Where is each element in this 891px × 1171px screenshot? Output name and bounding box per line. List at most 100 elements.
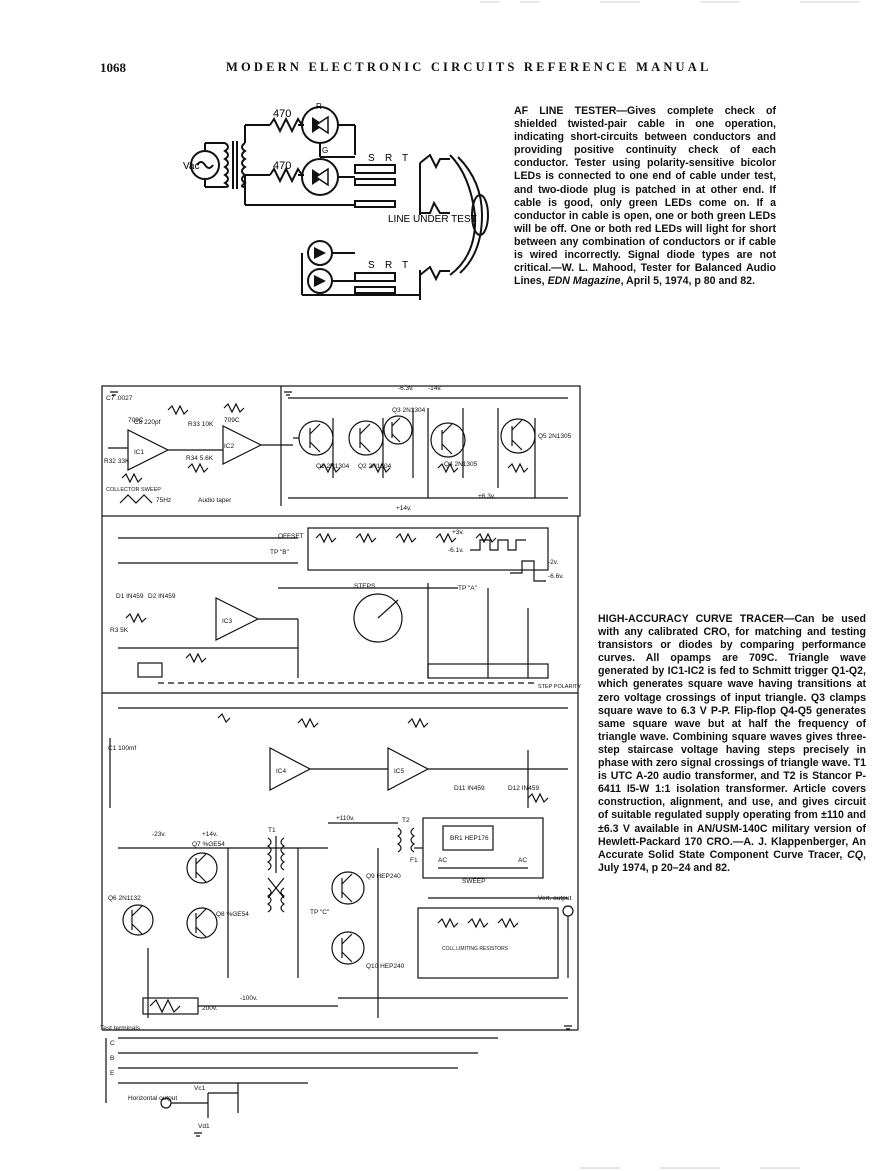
label-r34: R34 5.6K [186, 455, 214, 462]
page-number: 1068 [100, 60, 126, 75]
label-q8: Q8 %GE54 [216, 911, 249, 918]
caption2-journal: CQ [847, 848, 864, 861]
plug2-r-label: R [385, 260, 392, 271]
label-q3: Q3 2N1304 [392, 407, 426, 414]
label-ic4: IC4 [276, 768, 287, 775]
label-coll-limiting: COLL LIMITING RESISTORS [442, 946, 509, 952]
caption1-body: Gives complete check of shielded twisted… [514, 105, 777, 288]
resistor-bottom-label: 470 [273, 160, 291, 172]
label-r33: R33 10K [188, 421, 214, 428]
resistor-470-bottom [269, 166, 303, 184]
label-wave-minus66: -6.6v. [548, 573, 564, 580]
label-c1: C1 100mf [108, 745, 136, 752]
caption1-title: AF LINE TESTER— [514, 105, 628, 117]
plug2-s-label: S [368, 260, 375, 271]
label-minus23: -23v. [152, 831, 166, 838]
label-term-b: B [110, 1055, 114, 1062]
plug1-s-label: S [368, 153, 375, 164]
transistor-q10 [331, 931, 365, 965]
label-minus100: -100v. [240, 995, 258, 1002]
label-c7: C7 .0027 [106, 395, 133, 402]
label-sweep: SWEEP [462, 878, 485, 885]
label-q2: Q2 2N1304 [358, 463, 392, 470]
label-ic1: IC1 [134, 449, 145, 456]
plug1-t-label: T [402, 153, 408, 164]
running-header: MODERN ELECTRONIC CIRCUITS REFERENCE MAN… [226, 60, 712, 74]
transformer-t1 [266, 837, 272, 871]
label-vd1: Vd1 [198, 1123, 210, 1130]
label-vert-output: Vert. output [538, 895, 571, 902]
label-d11: D11 IN459 [454, 785, 485, 792]
transistor-q7 [186, 852, 218, 884]
opamp-ic2 [222, 425, 263, 465]
caption1-date: , April 5, 1974, p 80 and 82. [620, 275, 756, 288]
label-tp-b: TP "B" [270, 549, 290, 556]
label-t1: T1 [268, 827, 276, 834]
label-vc1: Vc1 [194, 1085, 206, 1092]
caption2-date: , July 1974, p 20–24 and 82. [598, 848, 866, 874]
label-t2: T2 [402, 817, 410, 824]
label-tp-a: TP "A" [458, 585, 478, 592]
label-q4: Q4 2N1305 [444, 461, 478, 468]
label-c8: C8 220pf [134, 419, 161, 426]
label-horizontal-output: Horizontal output [128, 1095, 177, 1102]
transformer-t2 [396, 827, 402, 853]
label-75hz: 75Hz [156, 497, 171, 504]
label-steps: STEPS [354, 583, 376, 590]
label-r32: R32 33K [104, 458, 130, 465]
label-wave-minus61: -6.1v. [448, 547, 464, 554]
label-ic2: IC2 [224, 443, 235, 450]
label-minus63: -6.3v. [398, 385, 414, 392]
label-d1: D1 IN459 [116, 593, 144, 600]
plug1-r-label: R [385, 153, 392, 164]
caption2-title: HIGH-ACCURACY CURVE TRACER— [598, 613, 795, 625]
transistor-q9 [331, 871, 365, 905]
label-q7: Q7 %GE54 [192, 841, 225, 848]
label-plus63: +6.3v. [478, 493, 496, 500]
label-f1: F1 [410, 857, 418, 864]
transistor-q6 [122, 904, 154, 936]
label-opamp-1: 709C [128, 417, 144, 424]
transistor-q3 [383, 415, 413, 445]
label-audio-taper: Audio taper [198, 497, 232, 504]
label-q5: Q5 2N1305 [538, 433, 572, 440]
label-d2: D2 IN459 [148, 593, 176, 600]
plug-top [354, 164, 396, 174]
label-ic5: IC5 [394, 768, 405, 775]
label-plus14: +14v. [396, 505, 412, 512]
label-ic3: IC3 [222, 618, 233, 625]
opamp-ic4 [269, 747, 312, 791]
label-step-polarity: STEP POLARITY [538, 684, 581, 690]
triangle-wave-symbol [119, 494, 153, 504]
caption-af-line-tester: AF LINE TESTER—Gives complete check of s… [514, 105, 776, 288]
label-q1: Q1 2N1304 [316, 463, 350, 470]
label-q10: Q10 HEP240 [366, 963, 405, 970]
plug2-t-label: T [402, 260, 408, 271]
label-opamp-2: 709C [224, 417, 240, 424]
label-collector-sweep: COLLECTOR SWEEP [106, 487, 161, 493]
opamp-ic3 [215, 597, 260, 641]
label-tp-c: TP "C" [310, 909, 330, 916]
caption1-journal: EDN Magazine [547, 275, 621, 288]
resistor-top-label: 470 [273, 108, 291, 120]
label-r3: R3 5K [110, 627, 129, 634]
transformer-primary [223, 142, 229, 188]
label-wave-plus3: +3v. [452, 529, 464, 536]
label-test-terminals: Test terminals [100, 1025, 141, 1032]
label-ac-2: AC [518, 857, 527, 864]
label-br1: BR1 HEP176 [450, 835, 489, 842]
label-q6: Q6 2N1132 [108, 895, 141, 902]
led-r-label: R [316, 102, 322, 111]
opamp-ic1 [127, 429, 170, 471]
caption2-body: Can be used with any calibrated CRO, for… [598, 613, 866, 861]
staircase-wave-symbol [510, 560, 546, 582]
label-term-e: E [110, 1070, 115, 1077]
label-200v: 200v. [202, 1005, 218, 1012]
label-q9: Q9 HEP240 [366, 873, 401, 880]
resistor-470-top [269, 116, 303, 134]
led-g-label: G [322, 146, 328, 155]
label-plus14-lower: +14v. [202, 831, 218, 838]
label-minus14: -14v. [428, 385, 442, 392]
label-wave-minus2: -2v. [548, 559, 559, 566]
label-plus110: +110v. [336, 815, 355, 822]
